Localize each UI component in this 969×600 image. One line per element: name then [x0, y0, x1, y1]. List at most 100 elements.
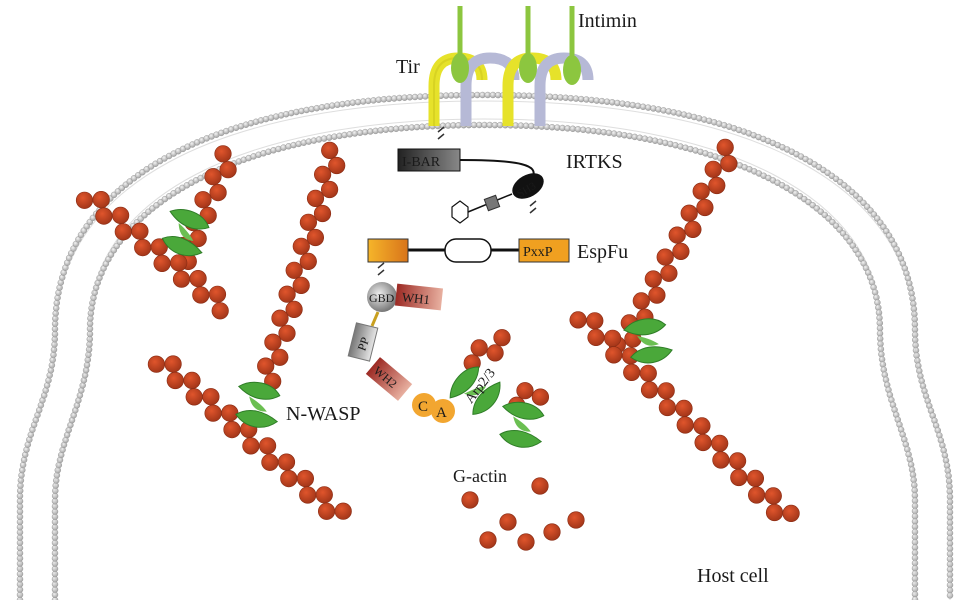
actin-monomer [75, 191, 94, 209]
lipid-head-icon [645, 104, 652, 111]
lipid-head-icon [879, 361, 887, 368]
actin-monomer [261, 453, 279, 471]
actin-monomer [676, 416, 694, 434]
actin-monomer [587, 328, 605, 347]
actin-monomer [493, 329, 511, 347]
lipid-head-icon [911, 596, 919, 600]
g-actin-monomer [543, 523, 561, 541]
actin-monomer [656, 248, 674, 266]
actin-monomer [728, 452, 747, 470]
lipid-head-icon [909, 295, 916, 302]
actin-monomer [516, 382, 534, 400]
lipid-head-icon [621, 131, 628, 139]
intimin-left [451, 6, 469, 83]
c-label: C [418, 399, 428, 415]
actin-monomer [285, 261, 303, 279]
actin-monomer [92, 191, 110, 209]
actin-monomer [271, 309, 289, 327]
lipid-head-icon [48, 362, 56, 369]
intimin-tir-receptors [428, 6, 594, 140]
gbd-label: GBD [369, 291, 395, 305]
actin-monomer [170, 254, 188, 272]
actin-monomer [708, 176, 726, 195]
irtks-hexagon-icon [451, 200, 469, 224]
arp23-complex [449, 366, 501, 415]
actin-monomer [189, 270, 207, 288]
actin-monomer [221, 404, 239, 422]
irtks-square-icon [483, 194, 501, 212]
arp23-complex [235, 381, 281, 428]
actin-monomer [271, 348, 289, 366]
actin-monomer [277, 453, 296, 471]
intimin-label: Intimin [578, 10, 637, 32]
intimin-free [563, 6, 581, 85]
actin-monomer [603, 329, 622, 347]
actin-monomer [183, 371, 201, 390]
actin-monomer [716, 138, 734, 156]
c-domain [412, 393, 436, 417]
actin-monomer [204, 404, 222, 422]
lipid-head-icon [165, 192, 173, 200]
arp23-complex-icon [161, 209, 673, 448]
actin-monomer [306, 189, 325, 207]
actin-monomer [299, 486, 317, 504]
actin-monomer [257, 357, 275, 375]
actin-monomer [166, 371, 184, 390]
g-actin-monomer [499, 513, 517, 531]
tir-label: Tir [396, 56, 420, 78]
lipid-head-icon [329, 102, 336, 109]
actin-monomer [648, 286, 666, 304]
actin-monomer [211, 302, 229, 320]
g-actin-monomer [517, 533, 535, 551]
actin-monomer [299, 252, 317, 270]
actin-monomer [204, 168, 222, 186]
actin-monomer [314, 165, 332, 183]
actin-monomer [111, 206, 130, 224]
actin-monomer [782, 504, 800, 523]
pxxp-domain [518, 238, 570, 263]
break-mark-icon [377, 262, 385, 276]
n-wasp-label: N-WASP [286, 403, 360, 425]
lipid-head-icon [18, 472, 25, 479]
g-actin-label: G-actin [453, 466, 507, 486]
actin-monomer [214, 145, 232, 163]
i-bar-label: I-BAR [402, 155, 441, 170]
wh2-domain [365, 357, 413, 401]
espfu-oval-domain [444, 238, 492, 263]
actin-monomer [644, 270, 662, 288]
espfu-protein: PxxP [367, 238, 570, 276]
lipid-head-icon [610, 130, 618, 137]
actin-monomer [720, 155, 738, 173]
actin-monomer [746, 469, 765, 488]
actin-monomer [313, 204, 332, 223]
actin-monomer [259, 437, 277, 455]
actin-monomer [208, 285, 227, 303]
actin-monomer [280, 470, 298, 488]
actin-monomer [696, 198, 714, 217]
espfu-n-domain [367, 238, 409, 263]
pxxp-label: PxxP [523, 245, 553, 260]
irtks-label: IRTKS [566, 151, 623, 173]
actin-monomer [730, 468, 748, 487]
actin-monomer [531, 388, 550, 406]
actin-monomer [292, 237, 310, 255]
arp23-complex [623, 318, 673, 364]
lipid-head-icon [313, 104, 320, 112]
actin-monomer [658, 398, 677, 417]
actin-monomer [292, 276, 310, 295]
actin-monomer [684, 220, 702, 238]
actin-monomer [296, 469, 315, 488]
lipid-bilayer-icon [16, 91, 954, 600]
lipid-head-icon [83, 223, 90, 230]
arp23-complex [499, 401, 545, 448]
actin-monomer [185, 388, 203, 406]
sh3-domain [512, 173, 544, 199]
actin-monomer [623, 363, 641, 382]
actin-monomer [486, 344, 504, 362]
actin-monomer [315, 486, 333, 504]
actin-filament-icon [75, 138, 800, 551]
actin-monomer [605, 346, 623, 364]
actin-monomer [334, 502, 352, 520]
actin-monomer [131, 222, 149, 240]
